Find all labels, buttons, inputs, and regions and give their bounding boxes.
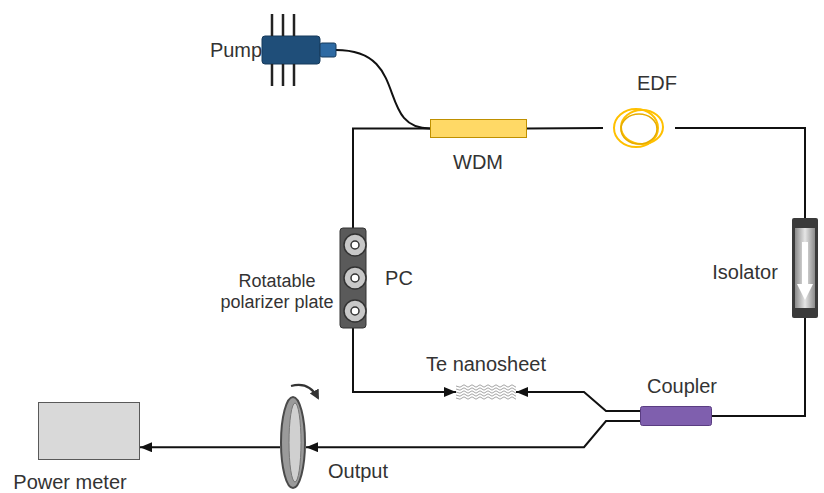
pump-laser: Pump [262,36,336,64]
fiber-coil-symbol [603,105,675,151]
component-label: Coupler [647,375,717,398]
component-label: EDF [637,72,677,95]
polarizer-plate-symbol [280,396,306,489]
power-meter: Power meter [38,402,140,460]
component-label: Te nanosheet [426,353,546,376]
component-label: Isolator [712,261,778,284]
pump-laser-symbol [262,36,336,64]
fiber-connector [353,129,430,229]
fiber-coil: EDF [603,105,675,151]
polarizer-plate: Rotatable polarizer plate [280,396,306,489]
wdm-box: WDM [430,119,527,138]
isolator: Isolator [792,218,818,318]
fiber-connector [675,128,805,218]
wdm-box-symbol [430,119,527,138]
component-label: Rotatable polarizer plate [212,271,342,312]
polarization-controller-symbol [340,228,366,328]
component-label: Power meter [13,471,126,493]
coupler-box: Coupler [640,406,712,426]
component-label: Pump [210,39,262,62]
power-meter-symbol [38,402,140,460]
polarization-controller: PC [340,228,366,328]
component-label: WDM [453,151,503,174]
component-label: PC [385,267,413,290]
fiber-connector [527,127,603,130]
fiber-connector [140,446,280,448]
edge-label: Output [326,460,390,483]
fiber-connector [306,421,640,447]
fiber-connector [516,392,640,411]
fiber-connector [336,50,430,129]
fiber-connector [712,318,805,416]
nanosheet-sample-symbol [456,384,516,401]
nanosheet-sample: Te nanosheet [456,384,516,401]
rotation-arrow [291,385,318,398]
coupler-box-symbol [640,406,712,426]
isolator-symbol [792,218,818,318]
